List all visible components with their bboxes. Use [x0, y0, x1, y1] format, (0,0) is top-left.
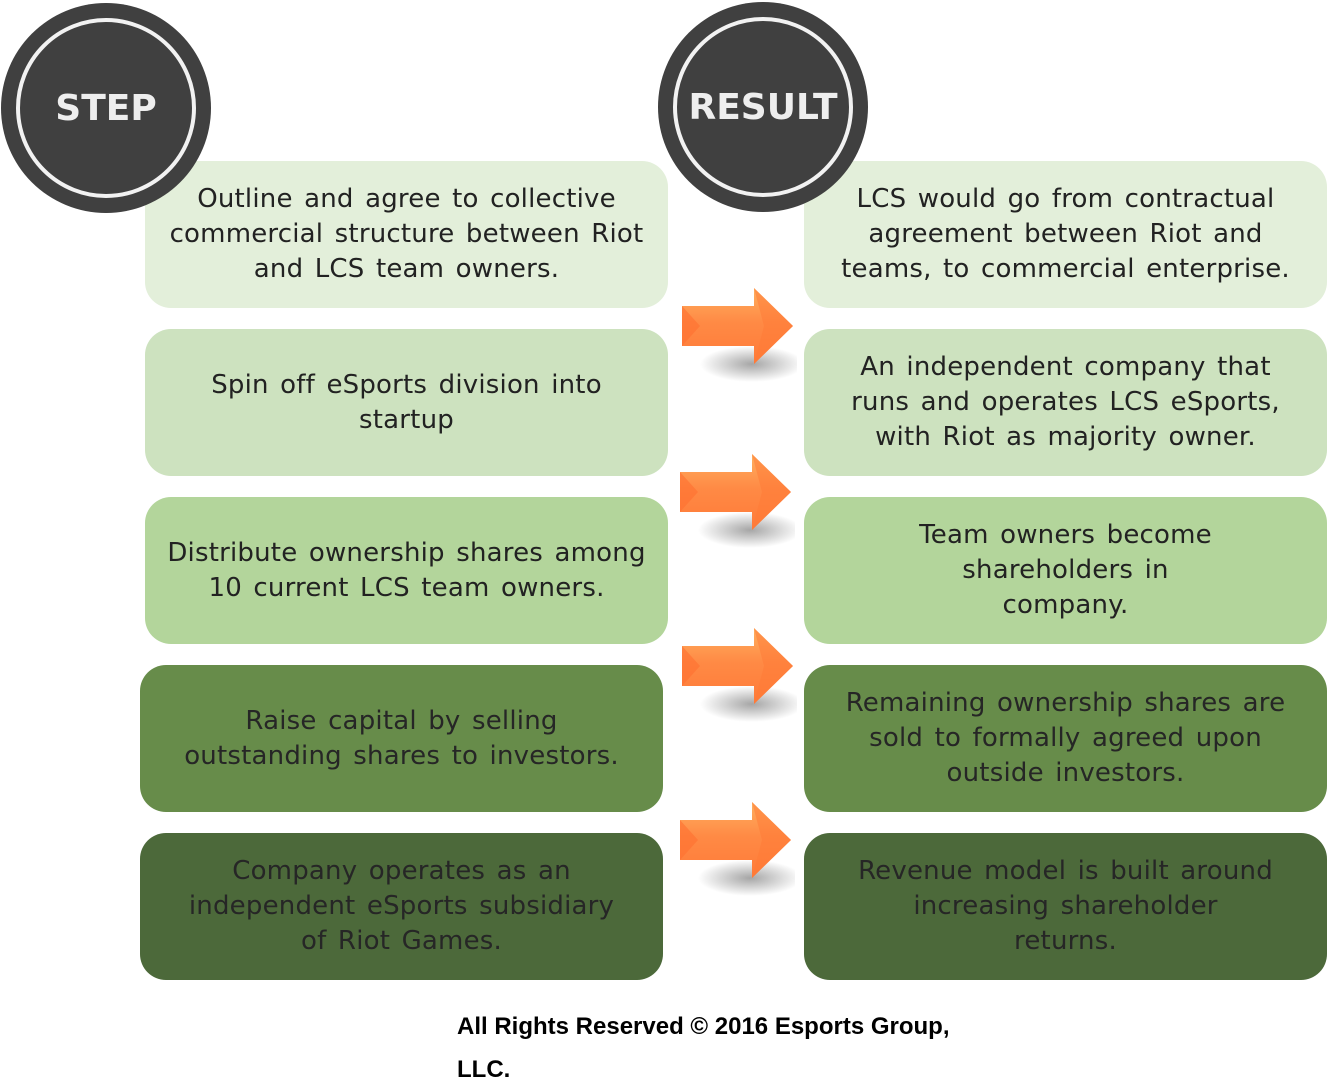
result-box-5: Revenue model is built around increasing…	[804, 833, 1327, 980]
arrow-bevel-head	[752, 454, 791, 530]
result-text-4: Remaining ownership shares are sold to f…	[845, 688, 1286, 788]
result-box-3: Team owners become shareholders in compa…	[804, 497, 1327, 644]
arrow-shadow	[700, 686, 797, 722]
arrow-bevel-left	[680, 820, 698, 860]
arrow-right-icon	[680, 802, 795, 896]
step-text-5: Company operates as an independent eSpor…	[188, 856, 615, 956]
step-badge: STEP	[1, 3, 211, 213]
arrow-bevel-left	[682, 646, 700, 686]
step-badge-label: STEP	[55, 87, 157, 129]
copyright-line-2: LLC.	[457, 1056, 511, 1083]
result-text-1: LCS would go from contractual agreement …	[841, 184, 1290, 284]
arrow-shadow	[700, 346, 797, 382]
arrow-right-icon	[682, 628, 797, 722]
step-box-1: Outline and agree to collective commerci…	[145, 161, 668, 308]
arrow-bevel-left	[680, 472, 698, 512]
copyright-footer: All Rights Reserved © 2016 Esports Group…	[457, 1005, 1017, 1091]
step-box-5: Company operates as an independent eSpor…	[140, 833, 663, 980]
arrow-right-icon	[680, 454, 795, 548]
arrow-bevel-left	[682, 306, 700, 346]
result-badge-ring	[673, 17, 853, 197]
step-text-3: Distribute ownership shares among 10 cur…	[167, 537, 646, 603]
copyright-line-1: All Rights Reserved © 2016 Esports Group…	[457, 1013, 950, 1040]
result-box-4: Remaining ownership shares are sold to f…	[804, 665, 1327, 812]
result-text-3: Team owners become shareholders in compa…	[919, 520, 1212, 620]
arrow-bevel-head	[754, 628, 793, 704]
arrow-bevel-head	[754, 288, 793, 364]
step-box-3: Distribute ownership shares among 10 cur…	[145, 497, 668, 644]
step-box-2: Spin off eSports division into startup	[145, 329, 668, 476]
result-badge-label: RESULT	[688, 86, 838, 128]
result-text-2: An independent company that runs and ope…	[851, 352, 1280, 452]
step-box-4: Raise capital by selling outstanding sha…	[140, 665, 663, 812]
result-box-1: LCS would go from contractual agreement …	[804, 161, 1327, 308]
step-text-1: Outline and agree to collective commerci…	[169, 184, 644, 284]
arrow-shadow	[698, 512, 795, 548]
step-text-2: Spin off eSports division into startup	[211, 369, 602, 435]
arrow-shadow	[698, 860, 795, 896]
arrow-right-icon	[682, 288, 797, 382]
step-text-4: Raise capital by selling outstanding sha…	[184, 705, 619, 771]
step-badge-ring	[16, 18, 196, 198]
result-box-2: An independent company that runs and ope…	[804, 329, 1327, 476]
arrow-bevel-head	[752, 802, 791, 878]
result-text-5: Revenue model is built around increasing…	[858, 856, 1273, 956]
result-badge: RESULT	[658, 2, 868, 212]
